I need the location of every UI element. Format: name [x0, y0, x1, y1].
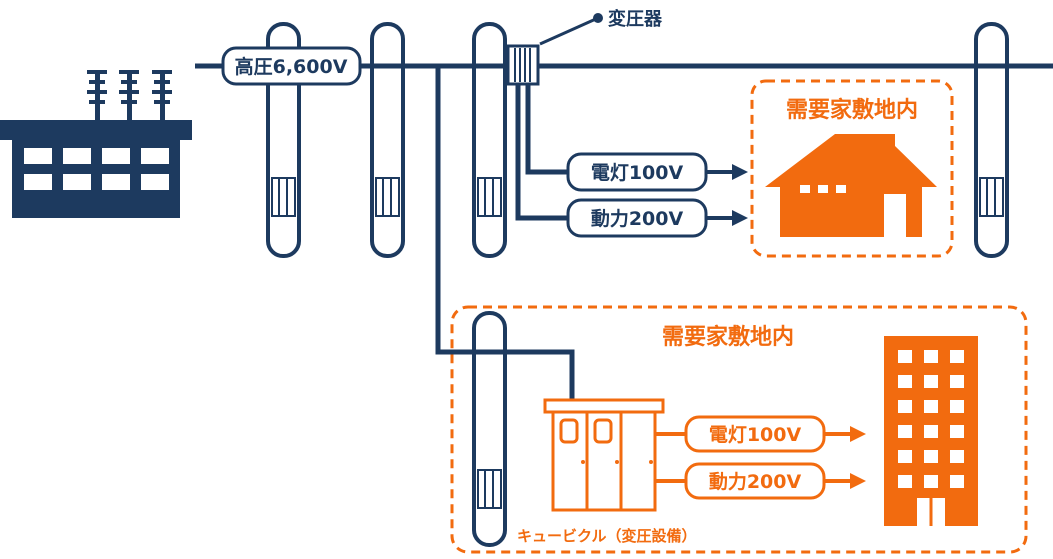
high-voltage-label: 高圧6,600V	[235, 55, 348, 78]
arrow-right-icon	[706, 164, 748, 180]
building-icon	[884, 336, 978, 526]
factory-icon	[0, 70, 192, 218]
premises-house-title: 需要家敷地内	[786, 97, 918, 123]
lighting-building-label: 電灯100V	[709, 424, 802, 446]
house-power-line	[515, 84, 570, 221]
branch-line-building	[435, 66, 575, 400]
high-voltage-pill	[221, 46, 362, 86]
transformer-label: 変圧器	[608, 8, 663, 30]
utility-pole-icon	[974, 22, 1009, 258]
premises-building-title: 需要家敷地内	[662, 324, 794, 350]
arrow-right-icon	[824, 426, 866, 442]
utility-pole-icon	[370, 22, 405, 258]
lighting-house-label: 電灯100V	[591, 162, 684, 184]
arrow-right-icon	[824, 473, 866, 489]
premises-building-box	[450, 305, 1028, 554]
house-lighting-line	[525, 84, 570, 175]
arrow-right-icon	[706, 210, 748, 226]
utility-pole-icon	[472, 311, 507, 547]
premises-house-box	[750, 79, 954, 258]
power-house-label: 動力200V	[591, 207, 684, 230]
transformer-pointer	[539, 16, 599, 46]
cubicle-icon	[543, 398, 665, 512]
power-building-label: 動力200V	[709, 470, 802, 493]
utility-pole-icon	[472, 22, 507, 258]
transformer-icon	[506, 44, 540, 86]
house-icon	[765, 134, 937, 237]
cubicle-label: キュービクル（変圧設備）	[517, 527, 697, 545]
